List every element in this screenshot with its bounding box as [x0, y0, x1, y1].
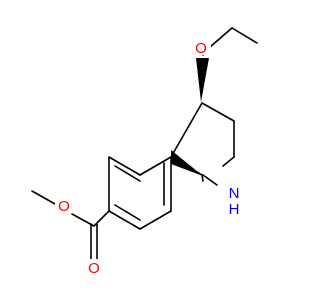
- ester-single-oxygen-label: O: [58, 198, 70, 215]
- molecule-structure-diagram: O N H O O: [0, 0, 300, 300]
- atom-label-layer: O N H O O: [55, 38, 244, 277]
- bond-ar1-ar2: [139, 156, 172, 176]
- wedge-bond-c4-oxygen: [196, 58, 209, 102]
- ring-nitrogen-label: N: [229, 185, 240, 202]
- bond-ethyl-ch3-ch2: [231, 27, 258, 44]
- oxygen-label-background-ether: [193, 38, 211, 55]
- oxygen-label-background-carbonyl: [85, 259, 103, 276]
- wedge-bond-c2-aryl: [171, 150, 203, 176]
- bond-ar-top-left: [108, 156, 141, 176]
- bond-ar-top-left-inner: [114, 165, 141, 182]
- carbonyl-oxygen-label: O: [88, 260, 100, 277]
- bond-ethyl-ch2-oxygen: [209, 27, 233, 48]
- bond-nitrogen-c2: [201, 174, 204, 182]
- bond-ar-bottom-right: [139, 210, 172, 230]
- ether-oxygen-label: O: [195, 40, 207, 57]
- bond-c6-nitrogen: [222, 156, 235, 167]
- bond-ar-bottom-left-inner: [114, 204, 141, 221]
- bond-c4-c5: [201, 102, 235, 122]
- diagram-background: [0, 0, 300, 300]
- bond-carbonyl-ester-oxygen: [71, 213, 95, 227]
- bond-nitrogen-c2-lower: [202, 174, 218, 186]
- ring-nitrogen-hydrogen-label: H: [229, 201, 240, 218]
- bond-ar-bottom-left: [108, 210, 141, 230]
- nitrogen-label-background: [224, 184, 244, 217]
- bond-ester-oxygen-methyl: [31, 190, 56, 205]
- bond-c3-c4: [170, 102, 203, 158]
- oxygen-label-background-ester: [55, 196, 73, 213]
- stereo-bond-layer: [171, 58, 209, 176]
